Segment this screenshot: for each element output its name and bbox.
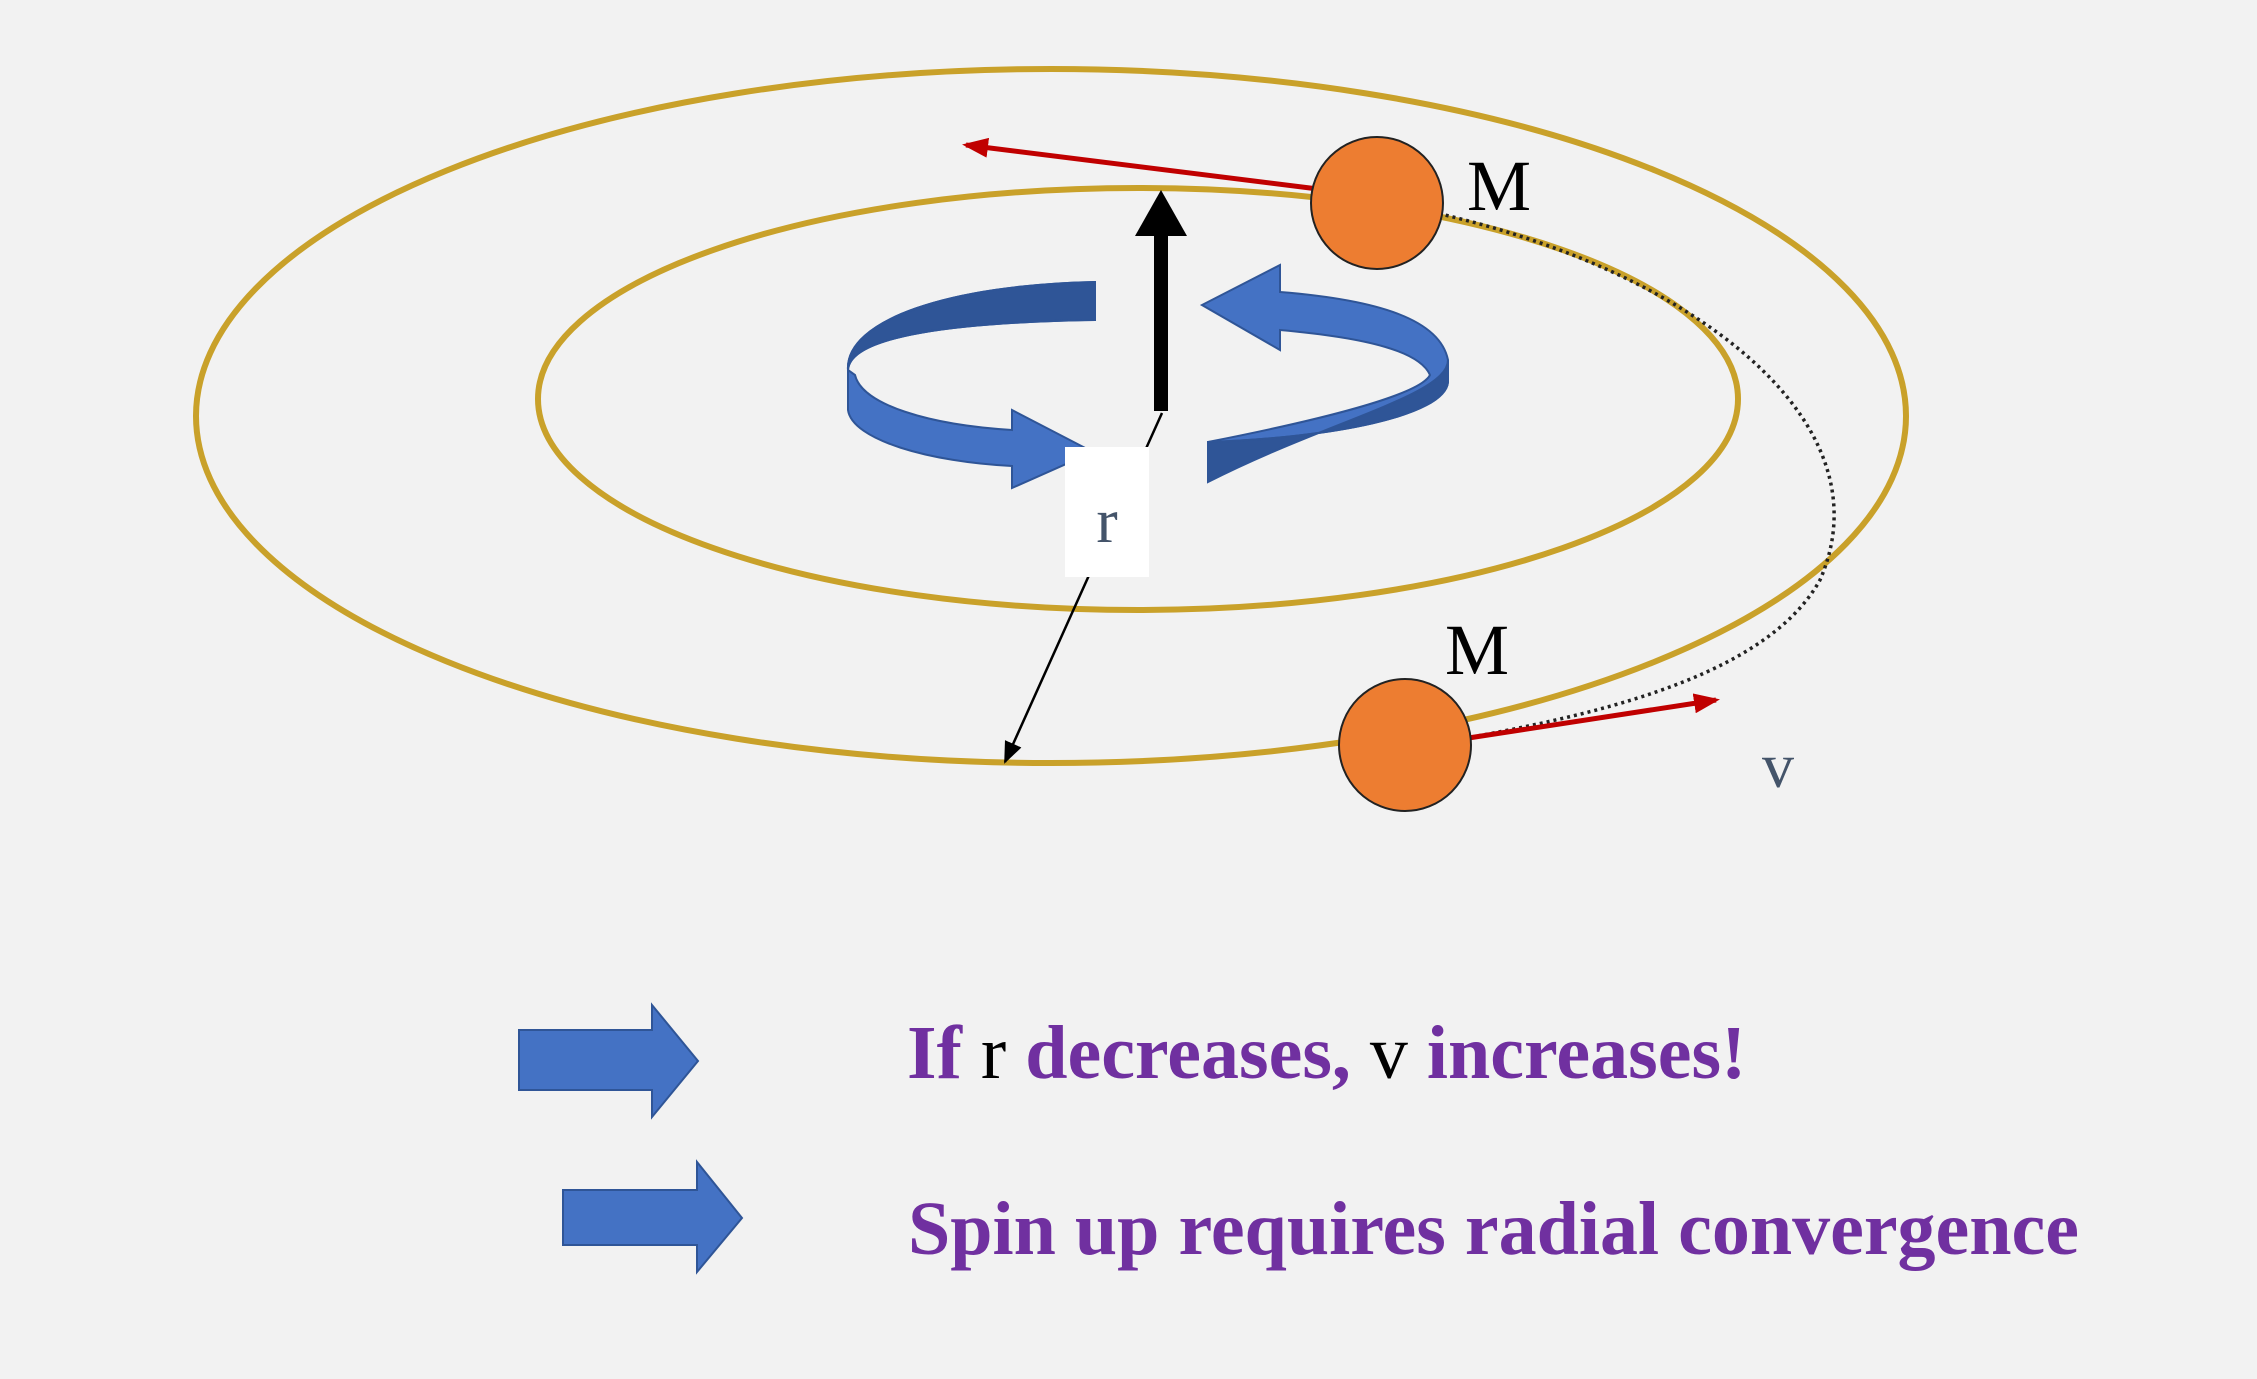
- inner-orbit: [535, 185, 1741, 613]
- mass-bottom-label: M: [1445, 610, 1509, 690]
- velocity-arrow-top: [962, 137, 1319, 192]
- statement-1-part-3: decreases,: [1006, 1011, 1370, 1095]
- mass-top-label: M: [1467, 146, 1531, 226]
- statement-1-part-1: If: [907, 1011, 981, 1095]
- angular-momentum-arrow: [1135, 190, 1187, 411]
- inward-spiral-path: [1431, 210, 1836, 739]
- statement-1-part-4: v: [1370, 1011, 1408, 1095]
- statement-spin-up: Spin up requires radial convergence: [813, 1187, 2136, 1271]
- rotation-arrow-left: [846, 280, 1096, 490]
- rotation-arrow-right: [1199, 263, 1449, 484]
- mass-top: [1310, 136, 1444, 270]
- statement-radius-velocity: If r decreases, v increases!: [812, 1011, 1803, 1095]
- mass-bottom: [1338, 678, 1472, 812]
- statement-1-part-5: increases!: [1408, 1011, 1746, 1095]
- velocity-label: v: [1762, 730, 1794, 801]
- statement-arrow-2: [562, 1159, 744, 1275]
- radius-label: r: [1096, 485, 1117, 556]
- statement-1-part-2: r: [981, 1011, 1006, 1095]
- statement-arrow-1: [518, 1002, 700, 1120]
- velocity-arrow-bottom: [1461, 693, 1720, 742]
- statement-2-part-1: Spin up requires radial convergence: [908, 1187, 2079, 1271]
- outer-orbit: [193, 66, 1909, 766]
- radius-label-box: r: [1065, 447, 1149, 577]
